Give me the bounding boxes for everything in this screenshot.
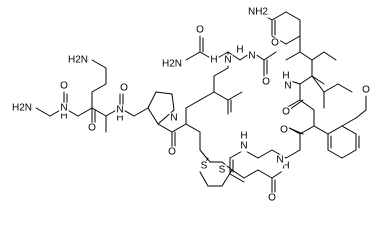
- atom-label-s2: S: [217, 164, 227, 176]
- atom-text: N: [170, 113, 177, 124]
- atom-text: H: [240, 131, 247, 142]
- atom-label-n-ile: N: [283, 80, 293, 92]
- atom-text: O: [168, 147, 176, 158]
- atom-label-n-pro-link: N: [115, 104, 125, 116]
- atom-label-s1: S: [199, 160, 209, 172]
- atom-text: H: [282, 161, 289, 172]
- atom-label-background: [239, 130, 249, 142]
- atom-text: O: [282, 107, 290, 118]
- atom-text: H2N: [12, 103, 32, 114]
- atom-text: O: [268, 193, 276, 204]
- atom-label-h2n-gly: H2N: [10, 102, 34, 114]
- atom-label-background: [59, 110, 69, 122]
- atom-text: H: [236, 45, 243, 56]
- atom-label-background: [167, 146, 178, 158]
- atom-text: O: [280, 125, 288, 136]
- atom-label-background: [261, 76, 272, 88]
- atom-text: O: [271, 38, 279, 49]
- atom-label-o-orn: O: [87, 122, 98, 134]
- atom-label-background: [267, 192, 278, 204]
- atom-text: N: [284, 81, 291, 92]
- atom-label-h-n-orn: H: [59, 110, 69, 122]
- atom-label-o-gly: O: [59, 80, 70, 92]
- atom-text: O: [120, 83, 128, 94]
- atom-label-nh2-orn: H2N: [66, 54, 90, 66]
- atom-label-h-n-tyr: H: [281, 160, 291, 172]
- atom-label-background: [279, 124, 290, 136]
- atom-label-h-n-mpa: H: [239, 130, 249, 142]
- atom-text: N: [240, 141, 247, 152]
- atom-text: O: [88, 123, 96, 134]
- atom-label-n-mpa: N: [239, 140, 249, 152]
- atom-label-h-n-pro-link: H: [115, 112, 125, 124]
- atom-text: O: [60, 81, 68, 92]
- atom-label-o-methoxy: O: [361, 84, 372, 96]
- atom-label-background: [281, 160, 291, 172]
- atom-label-o-ile: O: [281, 106, 292, 118]
- atom-label-background: [199, 160, 209, 172]
- atom-label-o-tyr: O: [279, 124, 290, 136]
- atom-label-background: [270, 37, 281, 49]
- atom-label-background: [10, 102, 34, 114]
- atom-label-background: [119, 82, 130, 94]
- atom-label-n-gln: N: [247, 50, 257, 62]
- atom-text: O: [362, 85, 370, 96]
- atom-text: N: [276, 155, 283, 166]
- atom-text: H: [116, 113, 123, 124]
- atom-label-background: [195, 24, 206, 36]
- atom-label-n-orn: N: [59, 102, 69, 114]
- atom-label-background: [239, 140, 249, 152]
- atom-text: N: [248, 51, 255, 62]
- atom-label-background: [66, 54, 90, 66]
- atom-label-o-asn: O: [195, 24, 206, 36]
- atom-label-background: [247, 50, 257, 62]
- atom-label-background: [115, 112, 125, 124]
- atom-label-nh2-asn: H2N: [160, 58, 184, 70]
- atom-label-background: [281, 106, 292, 118]
- atom-text: H: [210, 55, 217, 66]
- atom-label-o-gln-co: O: [261, 76, 272, 88]
- atom-text: H2N: [162, 59, 182, 70]
- atom-text: S: [201, 161, 208, 172]
- atom-label-background: [246, 6, 270, 18]
- atom-text: H2N: [68, 55, 88, 66]
- atom-label-h-n-ile: H: [281, 70, 291, 82]
- atom-label-h-n-asn: H: [209, 54, 219, 66]
- atom-label-background: [361, 84, 372, 96]
- atom-label-h-n-gln: H: [235, 44, 245, 56]
- atom-label-background: [169, 112, 179, 124]
- atom-label-o-pro: O: [119, 82, 130, 94]
- atom-label-background: [87, 122, 98, 134]
- atom-label-o-gln: O: [270, 37, 281, 49]
- atom-label-background: [59, 80, 70, 92]
- atom-text: N: [116, 105, 123, 116]
- atom-label-background: [223, 54, 233, 66]
- atom-label-background: [160, 58, 184, 70]
- atom-label-background: [217, 164, 227, 176]
- atom-text: H: [60, 111, 67, 122]
- atom-label-background: [275, 154, 285, 166]
- atom-label-background: [209, 54, 219, 66]
- atom-text: S: [219, 165, 226, 176]
- atom-label-n-asn: N: [223, 54, 233, 66]
- atom-text: H: [282, 71, 289, 82]
- atom-label-background: [283, 80, 293, 92]
- atom-label-o-mpa: O: [267, 192, 278, 204]
- atom-label-n-pro: N: [169, 112, 179, 124]
- atom-text: O: [196, 25, 204, 36]
- atom-text: NH2: [248, 7, 268, 18]
- atom-text: O: [262, 77, 270, 88]
- atom-label-background: [281, 70, 291, 82]
- atom-text: N: [60, 103, 67, 114]
- atom-label-o-cys: O: [167, 146, 178, 158]
- atom-label-n-tyr: N: [275, 154, 285, 166]
- atom-label-nh2-gln: NH2: [246, 6, 270, 18]
- atom-label-background: [115, 104, 125, 116]
- atom-label-background: [59, 102, 69, 114]
- atom-label-background: [235, 44, 245, 56]
- atom-text: N: [224, 55, 231, 66]
